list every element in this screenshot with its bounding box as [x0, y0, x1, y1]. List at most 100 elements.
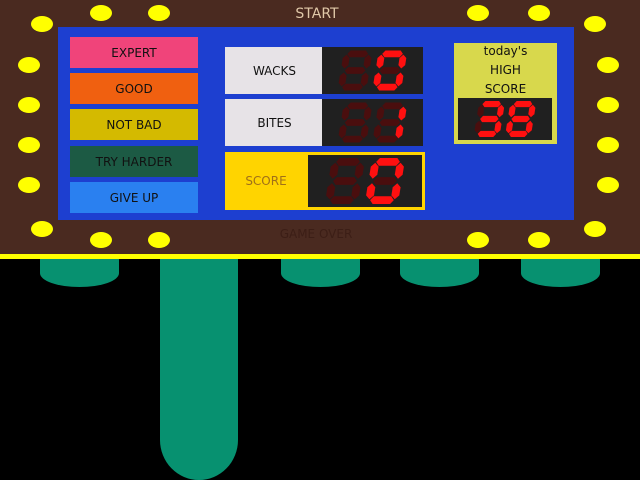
game-over-text: GAME OVER [279, 227, 353, 241]
segment-unlit [333, 177, 357, 185]
marquee-bulb [18, 177, 40, 193]
segment-lit [398, 54, 407, 69]
segment-lit [525, 120, 533, 134]
marquee-bulb [597, 57, 619, 73]
segment-unlit [341, 54, 350, 69]
cabinet: START GAME OVER EXPERT GOOD NOT BAD TRY … [0, 0, 640, 254]
segment-unlit [342, 83, 363, 91]
segment-lit [373, 72, 382, 87]
marquee-bulb [467, 5, 489, 21]
segment-lit [398, 106, 407, 121]
score-label: SCORE [245, 174, 287, 188]
segment-lit [391, 183, 401, 200]
seven-segment-digits [338, 50, 407, 91]
mole-hole[interactable] [400, 259, 479, 287]
marquee-bulb [31, 221, 53, 237]
segment-unlit [379, 67, 401, 74]
rank-try-harder: TRY HARDER [70, 146, 198, 177]
segment-unlit [347, 102, 369, 110]
segment-unlit [363, 106, 372, 121]
segment-unlit [347, 50, 369, 58]
segment-unlit [342, 135, 363, 143]
marquee-bulb [31, 16, 53, 32]
mole-hole[interactable] [40, 259, 119, 287]
rank-expert: EXPERT [70, 37, 198, 68]
seven-segment-digits [338, 102, 407, 143]
segment-lit [497, 104, 505, 118]
rank-good: GOOD [70, 73, 198, 104]
segment-unlit [373, 177, 397, 185]
marquee-bulb [584, 16, 606, 32]
marquee-bulb [584, 221, 606, 237]
segment-lit [508, 104, 516, 118]
marquee-bulb [528, 232, 550, 248]
high-score-display [458, 98, 552, 140]
segment-lit [480, 115, 499, 123]
segment-lit [509, 130, 528, 137]
segment-unlit [338, 124, 347, 139]
rank-give-up: GIVE UP [70, 182, 198, 213]
segment-unlit [376, 106, 385, 121]
segment-unlit [329, 162, 339, 179]
segment-lit [395, 124, 404, 139]
segment-unlit [376, 135, 398, 143]
high-score-line2: HIGH [490, 63, 521, 77]
segment-lit [376, 83, 398, 91]
segment-unlit [373, 124, 382, 139]
segment-lit [395, 72, 404, 87]
segment-unlit [330, 196, 354, 204]
high-score-line1: today's [483, 44, 528, 58]
segment-unlit [336, 158, 360, 166]
segment-unlit [338, 72, 347, 87]
bites-label: BITES [225, 99, 324, 146]
segment-lit [511, 115, 530, 123]
marquee-bulb [90, 5, 112, 21]
marquee-bulb [18, 137, 40, 153]
segment-lit [376, 158, 400, 166]
high-score-line3: SCORE [484, 82, 527, 96]
segment-lit [382, 50, 403, 58]
marquee-bulb [467, 232, 489, 248]
seven-segment-digits [474, 101, 536, 137]
wacks-label: WACKS [225, 47, 324, 94]
mole-hole[interactable] [281, 259, 360, 287]
raised-mole[interactable] [160, 259, 238, 480]
marquee-bulb [90, 232, 112, 248]
marquee-bulb [597, 97, 619, 113]
segment-unlit [382, 102, 403, 110]
segment-unlit [341, 106, 350, 121]
bites-display [322, 99, 423, 146]
wacks-display [322, 47, 423, 94]
segment-lit [477, 130, 497, 137]
segment-unlit [326, 183, 336, 200]
segment-unlit [379, 119, 401, 126]
segment-unlit [344, 119, 366, 126]
rank-not-bad: NOT BAD [70, 109, 198, 140]
marquee-bulb [597, 137, 619, 153]
marquee-bulb [18, 97, 40, 113]
segment-unlit [363, 54, 372, 69]
marquee-bulb [148, 232, 170, 248]
segment-lit [370, 196, 394, 204]
segment-lit [494, 120, 502, 134]
segment-lit [482, 101, 501, 108]
segment-lit [366, 183, 376, 200]
segment-unlit [360, 72, 369, 87]
segment-unlit [360, 124, 369, 139]
score-display [308, 155, 422, 207]
segment-lit [376, 54, 385, 69]
segment-unlit [474, 120, 482, 134]
segment-unlit [351, 183, 361, 200]
segment-unlit [354, 162, 364, 179]
marquee-bulb [18, 57, 40, 73]
marquee-bulb [148, 5, 170, 21]
ground-rail [0, 254, 640, 259]
seven-segment-digits [326, 158, 404, 204]
segment-lit [505, 120, 513, 134]
start-button[interactable]: START [295, 6, 339, 22]
marquee-bulb [528, 5, 550, 21]
segment-lit [528, 104, 536, 118]
mole-hole[interactable] [521, 259, 600, 287]
segment-lit [513, 101, 533, 108]
